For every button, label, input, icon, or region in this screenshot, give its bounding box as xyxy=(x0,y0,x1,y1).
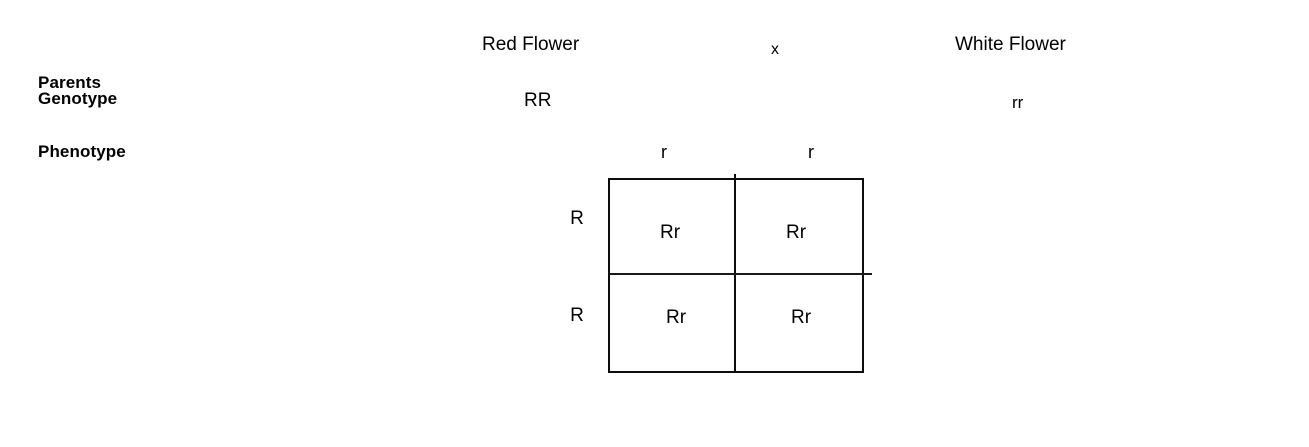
punnett-square-grid xyxy=(608,178,864,373)
parent2-genotype-value: rr xyxy=(1012,93,1024,112)
punnett-cell-1-1: Rr xyxy=(790,307,812,328)
punnett-row-header-0: R xyxy=(570,208,584,229)
parent1-phenotype-value: Red Flower xyxy=(482,34,580,55)
cross-symbol: x xyxy=(771,41,779,58)
parent2-phenotype-value: White Flower xyxy=(955,34,1066,55)
punnett-column-header-0: r xyxy=(661,142,667,162)
parents-phenotype-label: Parents Phenotype xyxy=(38,25,126,186)
punnett-row-header-1: R xyxy=(570,305,584,326)
punnett-horizontal-divider xyxy=(609,273,872,275)
parent1-genotype-value: RR xyxy=(524,90,552,111)
parents-label-line1: Parents xyxy=(38,73,102,92)
genotype-label: Genotype xyxy=(38,89,118,108)
punnett-cell-1-0: Rr xyxy=(665,307,687,328)
punnett-column-header-1: r xyxy=(808,142,814,162)
punnett-cell-0-1: Rr xyxy=(785,222,807,243)
punnett-cell-0-0: Rr xyxy=(659,222,681,243)
phenotype-label-line2: Phenotype xyxy=(38,142,126,161)
